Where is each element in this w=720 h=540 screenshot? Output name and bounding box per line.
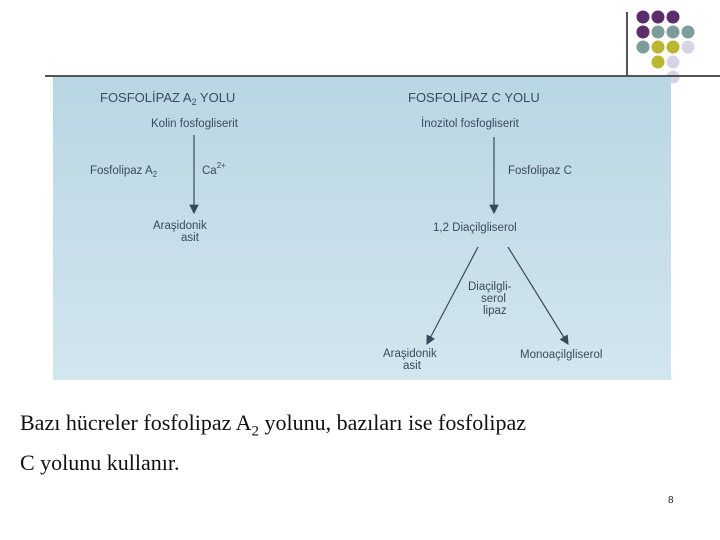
caption-line1: Bazı hücreler fosfolipaz A2 yolunu, bazı… <box>20 410 526 440</box>
caption-line2: C yolunu kullanır. <box>20 450 180 476</box>
decorative-dot <box>666 10 680 24</box>
left-pathway-title: FOSFOLİPAZ A2 YOLU <box>100 90 235 107</box>
decorative-dot <box>666 25 680 39</box>
right-pathway-title: FOSFOLİPAZ C YOLU <box>408 90 540 105</box>
lipase-label-line1: Diaçilgli- <box>468 281 512 293</box>
lipase-label-line3: lipaz <box>483 305 507 317</box>
decorative-dot <box>636 25 650 39</box>
left-product-line2: asit <box>181 232 200 244</box>
cofactor-label: Ca2+ <box>202 161 226 177</box>
horizontal-rule <box>45 75 720 77</box>
left-substrate-label: Kolin fosfogliserit <box>151 118 239 130</box>
decorative-dot <box>666 55 680 69</box>
decorative-dot <box>666 40 680 54</box>
diagram-background <box>53 77 671 380</box>
decorative-dot <box>636 10 650 24</box>
intermediate-label: 1,2 Diaçilgliserol <box>433 222 517 234</box>
right-enzyme-label: Fosfolipaz C <box>508 165 572 177</box>
vertical-rule <box>626 12 628 75</box>
branch-arrow-left <box>426 246 479 346</box>
slide-caption: Bazı hücreler fosfolipaz A2 yolunu, bazı… <box>20 407 700 478</box>
right-product-left-line2: asit <box>403 360 422 372</box>
phospholipase-pathway-diagram: FOSFOLİPAZ A2 YOLU Kolin fosfogliserit F… <box>53 77 671 380</box>
right-product-right: Monoaçilgliserol <box>520 349 602 361</box>
lipase-label-line2: serol <box>481 293 506 305</box>
decorative-dot <box>636 40 650 54</box>
left-product-line1: Araşidonik <box>153 220 207 232</box>
decorative-dot <box>651 25 665 39</box>
right-substrate-label: İnozitol fosfogliserit <box>421 117 520 130</box>
left-enzyme-label: Fosfolipaz A2 <box>90 165 158 179</box>
right-product-left-line1: Araşidonik <box>383 348 437 360</box>
decorative-dot <box>681 25 695 39</box>
decorative-dot <box>651 40 665 54</box>
branch-arrow-right <box>507 246 569 346</box>
decorative-dot <box>681 40 695 54</box>
decorative-dot <box>651 55 665 69</box>
page-number: 8 <box>668 495 674 506</box>
decorative-dot <box>651 10 665 24</box>
